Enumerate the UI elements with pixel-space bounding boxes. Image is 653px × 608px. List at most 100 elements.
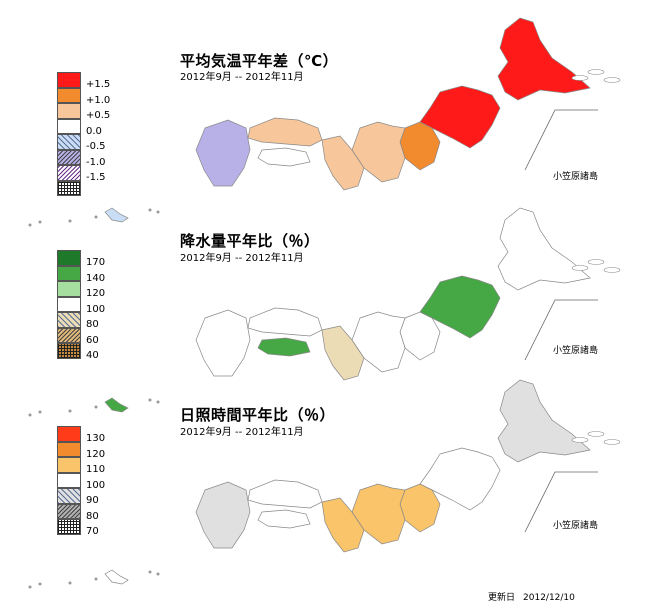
legend-swatch <box>57 488 81 504</box>
legend-label: 120 <box>86 448 106 460</box>
panel-title: 降水量平年比（％） <box>180 232 320 250</box>
legend-swatch <box>57 519 81 535</box>
outlying-island <box>94 577 98 581</box>
legend-label: 40 <box>86 350 99 361</box>
ogasawara-label: 小笠原諸島 <box>553 521 599 531</box>
region-chugoku <box>247 117 323 147</box>
outlying-island <box>28 413 32 417</box>
legend-label: 110 <box>86 464 106 475</box>
ogasawara-label: 小笠原諸島 <box>553 346 599 356</box>
region-hokkaido <box>497 207 591 291</box>
japan-map <box>28 207 621 417</box>
legend-swatch <box>57 312 81 328</box>
region-okinawa <box>104 207 129 223</box>
panel-period: 2012年9月 -- 2012年11月 <box>180 72 304 83</box>
legend-label: +1.5 <box>86 79 111 90</box>
legend-swatch <box>57 426 81 442</box>
temperature-panel: 平均気温平年差（℃） 2012年9月 -- 2012年11月 +1.5 +1.0 +… <box>0 0 653 196</box>
ogasawara-label: 小笠原諸島 <box>553 172 599 182</box>
legend-swatch <box>57 118 81 134</box>
legend-label: 90 <box>86 495 99 506</box>
region-shikoku <box>257 337 311 357</box>
legend-label: 170 <box>86 257 106 268</box>
legend-swatch <box>57 250 81 266</box>
legend-swatch <box>57 72 81 88</box>
legend-label: 70 <box>86 526 99 537</box>
outlying-island <box>156 400 160 404</box>
region-kinki <box>321 135 365 191</box>
outlying-island <box>156 210 160 214</box>
legend-swatch <box>57 503 81 519</box>
region-kyushu <box>195 309 251 377</box>
panel-period: 2012年9月 -- 2012年11月 <box>180 427 304 438</box>
updated-date: 2012/12/10 <box>523 593 575 603</box>
legend-label: -1.5 <box>86 172 106 183</box>
region-hokkaido <box>497 17 591 101</box>
legend-swatch <box>57 103 81 119</box>
legend-swatch <box>57 165 81 181</box>
legend-swatch <box>57 149 81 165</box>
legend-label: -0.5 <box>86 141 106 152</box>
legend-label: 100 <box>86 479 106 491</box>
legend-swatch <box>57 180 81 196</box>
updated-label: 更新日 <box>488 593 516 603</box>
outlying-island <box>38 220 42 224</box>
region-chugoku <box>247 307 323 337</box>
sunshine-panel: 日照時間平年比（％） 2012年9月 -- 2012年11月 130 120 110… <box>0 0 653 537</box>
region-okinawa <box>104 397 129 413</box>
region-kinki <box>321 325 365 381</box>
panel-period: 2012年9月 -- 2012年11月 <box>180 253 304 264</box>
legend-swatch <box>57 87 81 103</box>
legend-label: 60 <box>86 334 99 346</box>
ogasawara-inset-frame <box>524 109 598 171</box>
update-date: 更新日 2012/12/10 <box>488 590 583 603</box>
ogasawara-inset-frame <box>524 299 598 361</box>
legend-label: 130 <box>86 433 106 444</box>
legend-label: 140 <box>86 272 106 284</box>
kuril-island <box>603 267 621 273</box>
ogasawara-inset-frame <box>524 471 598 533</box>
region-hokkaido <box>497 379 591 463</box>
outlying-island <box>148 208 152 212</box>
legend-swatch <box>57 327 81 343</box>
legend-label: +1.0 <box>86 94 111 106</box>
outlying-island <box>148 398 152 402</box>
kuril-island <box>603 77 621 83</box>
outlying-island <box>68 581 72 585</box>
region-shikoku <box>257 509 311 529</box>
legend-label: 0.0 <box>86 125 102 137</box>
legend-label: 120 <box>86 288 106 299</box>
outlying-island <box>94 405 98 409</box>
kuril-island <box>587 69 605 75</box>
outlying-island <box>28 223 32 227</box>
panel-title: 日照時間平年比（％） <box>180 406 336 424</box>
outlying-island <box>94 215 98 219</box>
japan-map <box>28 379 621 589</box>
outlying-island <box>38 410 42 414</box>
legend-label: -1.0 <box>86 156 106 168</box>
legend-label: 80 <box>86 319 99 330</box>
japan-map <box>28 17 621 227</box>
legend-swatch <box>57 343 81 359</box>
kuril-island <box>571 75 589 81</box>
panel-title: 平均気温平年差（℃） <box>180 52 339 70</box>
legend-swatch <box>57 134 81 150</box>
outlying-island <box>156 572 160 576</box>
region-shikoku <box>257 147 311 167</box>
kuril-island <box>571 437 589 443</box>
legend-label: +0.5 <box>86 110 111 121</box>
kuril-island <box>603 439 621 445</box>
region-okinawa <box>104 569 129 585</box>
region-kyushu <box>195 481 251 549</box>
legend-swatch <box>57 472 81 488</box>
legend-swatch <box>57 281 81 297</box>
kuril-island <box>587 259 605 265</box>
region-kyushu <box>195 119 251 187</box>
outlying-island <box>68 219 72 223</box>
outlying-island <box>148 570 152 574</box>
outlying-island <box>68 409 72 413</box>
kuril-island <box>587 431 605 437</box>
legend-swatch <box>57 441 81 457</box>
